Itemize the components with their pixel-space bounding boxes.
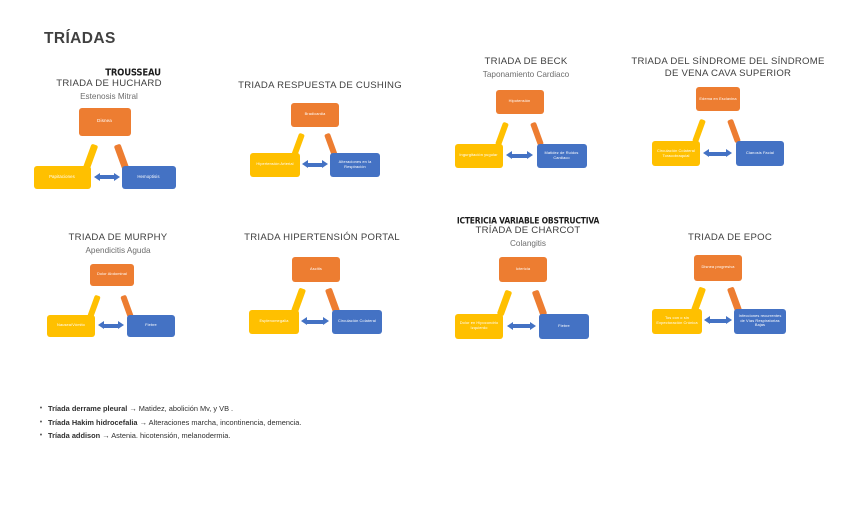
diagram-beck-node-top[interactable]: Hipotensión [495, 89, 544, 114]
diagram-beck-triangle: Hipotensión Ingurgitación yugular Matide… [439, 84, 614, 179]
diagram-cushing-node-right[interactable]: Alteraciones en la Respiración [330, 152, 380, 177]
diagram-murphy-connector [98, 321, 124, 329]
diagram-murphy-subtitle: Apendicitis Aguda [85, 245, 151, 255]
diagram-vena-cava-node-left[interactable]: Circulación Colateral Toracobraquial [652, 141, 700, 166]
diagram-huchard-subtitle: Estenosis Mitral [80, 91, 138, 101]
diagram-charcot: ICTERICIA VARIABLE OBSTRUCTIVA TRÍADA DE… [434, 215, 622, 352]
diagram-epoc-node-top[interactable]: Disnea progresiva [694, 254, 742, 281]
diagram-vena-cava-triangle: Edema en Esclavina Circulación Colateral… [628, 82, 828, 177]
diagram-cushing-node-left[interactable]: Hipertensión Arterial [250, 152, 300, 177]
diagram-beck-connector [505, 151, 533, 159]
diagram-vena-cava-arrow-right [727, 118, 741, 144]
diagram-hipertension-portal-node-top[interactable]: Ascitis [292, 256, 340, 282]
diagram-hipertension-portal: TRIADA HIPERTENSIÓN PORTAL Ascitis Esple… [226, 232, 418, 349]
diagram-vena-cava-node-top[interactable]: Edema en Esclavina [696, 87, 740, 111]
notes-list: • Tríada derrame pleural → Matidez, abol… [34, 403, 634, 444]
diagram-huchard-connector [93, 172, 120, 181]
diagram-hipertension-portal-title: TRIADA HIPERTENSIÓN PORTAL [244, 232, 400, 243]
diagram-vena-cava: TRIADA DEL SÍNDROME DEL SÍNDROME DE VENA… [620, 56, 836, 177]
note-text: → Matidez, abolición Mv, y VB . [127, 404, 234, 413]
diagram-murphy-node-top[interactable]: Dolor Abdominal [90, 263, 134, 286]
diagram-charcot-node-right[interactable]: Fiebre [539, 313, 589, 339]
diagram-murphy-triangle: Dolor Abdominal Nausea/Vómito Fiebre [28, 259, 208, 354]
diagram-murphy: TRIADA DE MURPHY Apendicitis Aguda Dolor… [22, 232, 214, 354]
diagram-hipertension-portal-connector [301, 317, 329, 325]
diagram-beck: TRIADA DE BECK Taponamiento Cardiaco Hip… [434, 56, 618, 179]
diagram-huchard-handwritten-note: TROUSSEAU [105, 67, 161, 79]
diagram-beck-node-right[interactable]: Matidez de Ruidos Cardiaco [536, 143, 587, 168]
diagram-beck-node-left[interactable]: Ingurgitación yugular [454, 143, 503, 168]
diagram-hipertension-portal-node-right[interactable]: Circulación Colateral [332, 309, 382, 334]
diagram-charcot-arrow-left [496, 289, 513, 316]
diagram-beck-subtitle: Taponamiento Cardiaco [482, 69, 570, 79]
diagram-charcot-title: TRÍADA DE CHARCOT [475, 225, 581, 236]
diagram-huchard-node-top[interactable]: Disnea [78, 107, 131, 136]
list-item: • Tríada derrame pleural → Matidez, abol… [34, 403, 634, 414]
diagram-charcot-triangle: Ictericia Dolor en Hipocondrio Izquierdo… [439, 252, 617, 352]
list-item: • Tríada Hakim hidrocefalia → Alteracion… [34, 417, 634, 428]
diagram-charcot-connector [507, 321, 536, 330]
diagram-huchard-node-right[interactable]: Hemoptisis [121, 165, 176, 189]
bullet-icon: • [39, 432, 43, 440]
diagram-epoc-connector [704, 316, 732, 324]
diagram-vena-cava-node-right[interactable]: Cianosis Facial [736, 141, 784, 166]
diagram-murphy-node-right[interactable]: Fiebre [127, 314, 175, 337]
diagram-epoc-title: TRIADA DE EPOC [688, 232, 772, 243]
note-text: → Alteraciones marcha, incontinencia, de… [137, 417, 302, 427]
diagram-charcot-arrow-right [531, 289, 548, 316]
diagram-vena-cava-title: TRIADA DEL SÍNDROME DEL SÍNDROME DE VENA… [631, 56, 825, 79]
diagram-murphy-node-left[interactable]: Nausea/Vómito [47, 314, 95, 337]
diagram-charcot-node-top[interactable]: Ictericia [499, 256, 547, 282]
list-item: • Tríada addison → Astenia. hicotensión,… [34, 430, 634, 441]
note-text: → Astenia. hicotensión, melanodermia. [100, 431, 231, 441]
diagram-huchard-triangle: Disnea Papitaciones Hemoptisis [22, 102, 197, 192]
diagram-cushing-title: TRIADA RESPUESTA DE CUSHING [238, 80, 402, 91]
diagram-vena-cava-connector [703, 149, 732, 157]
diagram-epoc-triangle: Disnea progresiva Tos con o sin Expector… [632, 252, 828, 347]
diagram-cushing-connector [302, 160, 328, 168]
diagram-beck-arrow-left [494, 121, 509, 146]
diagram-huchard: TROUSSEAU TRIADA DE HUCHARD Estenosis Mi… [14, 67, 204, 192]
note-term: Tríada Hakim hidrocefalia [48, 417, 138, 427]
diagram-charcot-subtitle: Colangitis [510, 238, 546, 248]
diagram-epoc-node-right[interactable]: Infecciones recurrentes de Vías Respirat… [734, 308, 786, 334]
diagram-cushing-triangle: Bradicardia Hipertensión Arterial Altera… [229, 95, 411, 185]
diagram-vena-cava-arrow-left [692, 118, 706, 144]
note-term: Tríada derrame pleural [48, 404, 128, 413]
diagram-beck-title: TRIADA DE BECK [484, 56, 568, 67]
diagram-epoc-node-left[interactable]: Tos con o sin Expectoración Crónica [652, 308, 702, 334]
bullet-icon: • [39, 405, 43, 412]
diagram-hipertension-portal-node-left[interactable]: Esplenomegalia [249, 309, 299, 334]
diagram-epoc: TRIADA DE EPOC Disnea progresiva Tos con… [630, 232, 830, 347]
note-term: Tríada addison [48, 431, 101, 441]
diagram-charcot-node-left[interactable]: Dolor en Hipocondrio Izquierdo [455, 313, 503, 339]
diagram-murphy-title: TRIADA DE MURPHY [68, 232, 168, 243]
diagram-huchard-title: TRIADA DE HUCHARD [56, 78, 162, 89]
diagram-huchard-node-left[interactable]: Papitaciones [33, 165, 91, 189]
diagram-cushing-node-top[interactable]: Bradicardia [291, 102, 339, 127]
bullet-icon: • [39, 418, 43, 426]
diagram-cushing: TRIADA RESPUESTA DE CUSHING Bradicardia … [222, 68, 418, 185]
diagram-hipertension-portal-triangle: Ascitis Esplenomegalia Circulación Colat… [231, 254, 413, 349]
diagram-beck-arrow-right [529, 121, 544, 146]
page-title: TRÍADAS [44, 30, 116, 47]
diagram-charcot-handwritten-note: ICTERICIA VARIABLE OBSTRUCTIVA [456, 215, 600, 226]
